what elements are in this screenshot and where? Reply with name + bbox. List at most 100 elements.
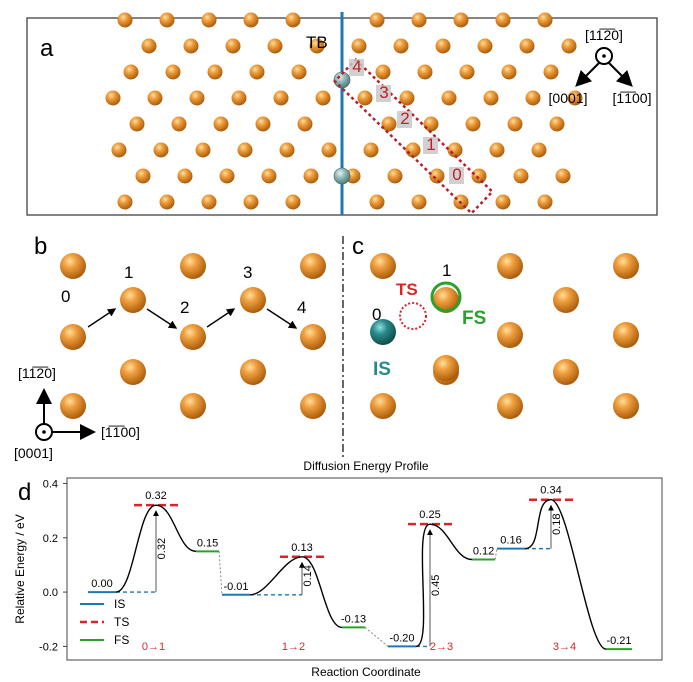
lattice-atom <box>297 116 313 132</box>
lattice-atom <box>303 168 319 184</box>
is-label: IS <box>373 359 391 380</box>
lattice-atom <box>477 38 493 54</box>
lattice-atom <box>117 12 133 28</box>
panel-b-letter: b <box>34 233 47 260</box>
legend-ts-label: TS <box>114 615 129 629</box>
lattice-atom <box>189 90 205 106</box>
barrier-value-label: 0.45 <box>430 575 442 596</box>
lattice-atom <box>111 142 127 158</box>
lattice-atom <box>613 393 639 419</box>
lattice-atom <box>213 116 229 132</box>
panel-d: d Diffusion Energy Profile Reaction Coor… <box>13 459 663 679</box>
panel-a-axes: [11̅2̅0] [0001] [1̅1̅00] <box>549 27 652 106</box>
out-of-plane-icon <box>595 47 613 65</box>
lattice-atom <box>267 38 283 54</box>
site-label-0: 0 <box>61 287 70 306</box>
ts-label: TS <box>396 280 418 299</box>
lattice-atom <box>483 90 499 106</box>
lattice-atom <box>180 253 206 279</box>
panel-b-axes: [11̅2̅0] [1̅1̅00] [0001] <box>14 365 140 461</box>
panel-b-atoms <box>60 253 326 419</box>
lattice-atom <box>285 12 301 28</box>
x-axis-label: Reaction Coordinate <box>311 665 421 679</box>
lattice-atom <box>135 168 151 184</box>
barrier-value-label: 0.14 <box>302 565 314 586</box>
lattice-atom <box>159 12 175 28</box>
lattice-atom <box>129 116 145 132</box>
barrier-value-label: 0.32 <box>156 538 168 559</box>
lattice-atom <box>231 90 247 106</box>
lattice-atom <box>495 12 511 28</box>
diffusion-path-box <box>333 57 495 216</box>
hop-arrow-1-2 <box>146 308 178 329</box>
lattice-atom <box>255 116 271 132</box>
lattice-atom <box>201 194 217 210</box>
panel-b: b 0 1 2 3 4 [11̅2̅0] [1̅1̅00] [0001] <box>14 233 326 461</box>
axis-arrow-left <box>575 61 601 87</box>
out-of-plane-dot-icon <box>602 54 606 58</box>
lattice-atom <box>285 194 301 210</box>
site-label-3: 3 <box>379 83 388 102</box>
site-tag <box>376 85 391 102</box>
lattice-atom <box>240 287 266 313</box>
energy-curve-segment <box>524 499 607 650</box>
energy-curve-segment <box>415 523 473 648</box>
fs-value-label: 0.15 <box>197 537 218 549</box>
chart-title: Diffusion Energy Profile <box>303 459 429 473</box>
lattice-atom <box>183 38 199 54</box>
y-tick-label: 0.0 <box>43 587 58 599</box>
legend-fs-label: FS <box>114 633 129 647</box>
chart-marks: 0.000.320.150.320→1-0.010.13-0.130.141→2… <box>88 485 632 653</box>
lattice-atom <box>273 90 289 106</box>
lattice-atom <box>489 142 505 158</box>
lattice-atom <box>613 253 639 279</box>
axis-arrow-right <box>607 61 633 87</box>
site-label-2: 2 <box>180 298 189 317</box>
panel-a-letter: a <box>40 35 54 62</box>
lattice-atom <box>411 194 427 210</box>
panel-b-hop-arrows <box>87 308 298 329</box>
lattice-atom <box>351 38 367 54</box>
site-tag <box>423 137 438 154</box>
panel-a-atoms <box>105 12 583 210</box>
lattice-atom <box>531 142 547 158</box>
is-value-label: 0.00 <box>91 578 112 590</box>
lattice-atom <box>315 90 331 106</box>
lattice-atom <box>567 90 583 106</box>
lattice-atom <box>60 393 86 419</box>
lattice-atom <box>471 168 487 184</box>
lattice-atom <box>495 194 511 210</box>
fs-value-label: 0.12 <box>473 545 494 557</box>
lattice-atom <box>147 90 163 106</box>
lattice-atom <box>249 64 265 80</box>
out-of-plane-dot-icon <box>42 430 46 434</box>
lattice-atom <box>207 64 223 80</box>
lattice-atom <box>300 393 326 419</box>
lattice-atom <box>537 12 553 28</box>
lattice-atom <box>543 64 559 80</box>
lattice-atom <box>411 12 427 28</box>
y-axis-label: Relative Energy / eV <box>13 514 27 623</box>
hop-arrow-0-1 <box>87 308 117 328</box>
lattice-atom <box>429 168 445 184</box>
lattice-atom <box>321 142 337 158</box>
solute-atom <box>333 167 351 185</box>
site-tag <box>349 59 364 76</box>
lattice-atom <box>549 116 565 132</box>
axis-label-out: [0001] <box>14 445 53 461</box>
lattice-atom <box>363 142 379 158</box>
lattice-atom <box>201 12 217 28</box>
legend: IS TS FS <box>80 597 129 647</box>
energy-curve-segment <box>249 556 343 629</box>
axis-label-right: [1̅1̅00] <box>613 90 652 106</box>
lattice-atom <box>393 38 409 54</box>
legend-is-label: IS <box>114 597 125 611</box>
lattice-atom <box>123 64 139 80</box>
lattice-atom <box>381 116 397 132</box>
panel-c-letter: c <box>352 233 364 260</box>
site-label-0: 0 <box>452 165 461 184</box>
is-value-label: 0.16 <box>500 535 521 547</box>
lattice-atom <box>177 168 193 184</box>
